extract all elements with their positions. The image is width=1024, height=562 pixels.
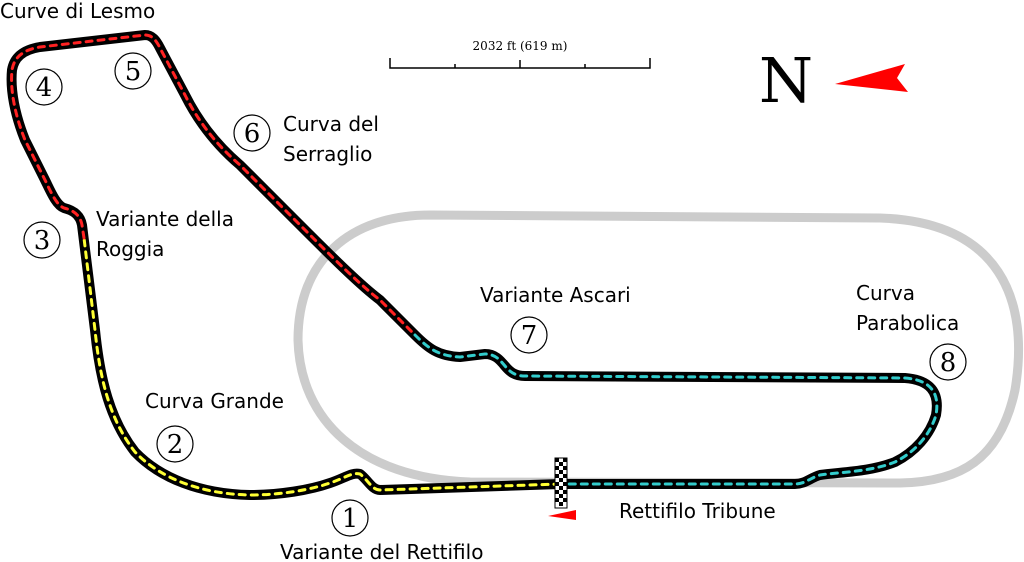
corner-6-number: 6 [244,119,261,149]
old-banking-oval [293,210,1024,488]
label-curva-parabolica-1: Curva [856,281,915,305]
north-arrow-icon [835,64,908,92]
label-variante-del-rettifilo: Variante del Rettifilo [280,540,483,562]
corner-7-number: 7 [521,321,538,351]
compass-north: N [759,44,813,117]
sector-3-cyan [413,333,939,486]
scale-bar [389,58,651,69]
label-variante-ascari: Variante Ascari [480,283,631,307]
corner-5-number: 5 [125,57,142,87]
label-curva-del-serraglio-1: Curva del [283,112,379,136]
corner-8-number: 8 [940,348,957,378]
label-curva-grande: Curva Grande [145,389,284,413]
start-finish-line [554,457,568,509]
label-variante-della-roggia-1: Variante della [96,207,234,231]
corner-1-number: 1 [342,504,359,534]
corner-markers [23,52,967,537]
label-variante-della-roggia-2: Roggia [96,237,164,261]
corner-2-number: 2 [167,430,184,460]
sector-1-yellow [82,236,562,497]
sector-2-red [10,33,417,337]
direction-arrow-icon [548,510,576,520]
label-rettifilo-tribune: Rettifilo Tribune [619,499,776,523]
label-curve-di-lesmo: Curve di Lesmo [0,0,155,23]
scale-label: 2032 ft (619 m) [473,39,568,53]
label-curva-parabolica-2: Parabolica [856,311,959,335]
corner-4-number: 4 [36,73,53,103]
label-curva-del-serraglio-2: Serraglio [283,142,372,166]
track [6,30,942,500]
corner-3-number: 3 [34,226,51,256]
